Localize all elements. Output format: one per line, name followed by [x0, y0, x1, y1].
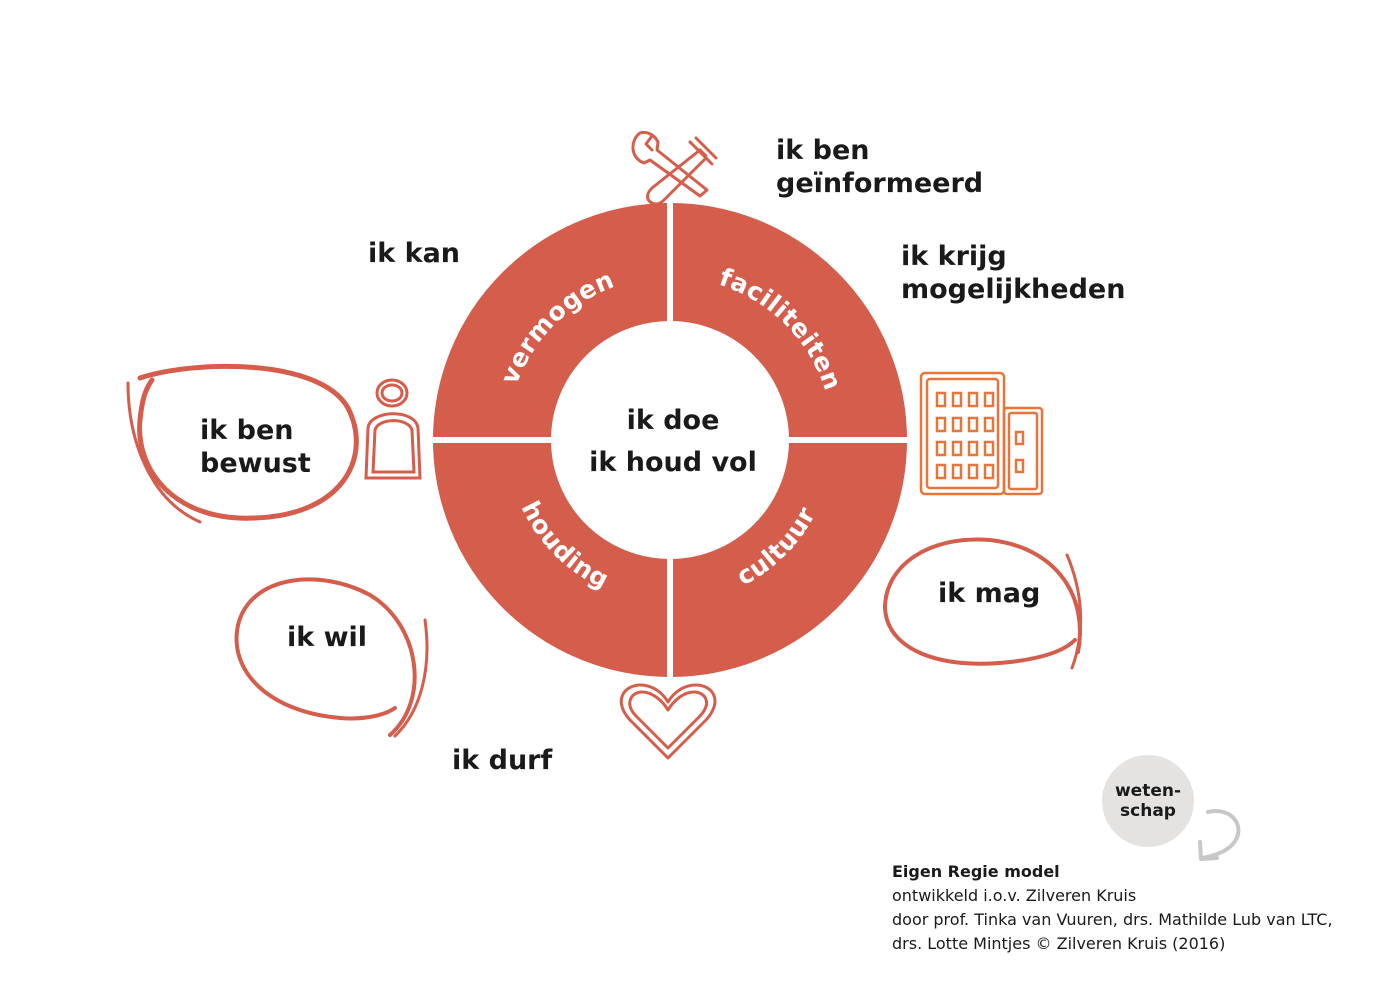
center-label: ik doe ik houd vol	[589, 405, 757, 478]
loop-ik-mag	[882, 537, 1082, 666]
label-loops	[126, 363, 1083, 738]
curved-arrow-icon	[1198, 809, 1241, 861]
credits-line: door prof. Tinka van Vuuren, drs. Mathil…	[892, 910, 1333, 929]
credits-line: ontwikkeld i.o.v. Zilveren Kruis	[892, 886, 1137, 905]
label-ik-ben-geinformeerd: ik ben geïnformeerd	[776, 135, 984, 199]
tools-icon	[631, 130, 718, 206]
heart-icon	[619, 683, 717, 760]
credits: Eigen Regie model ontwikkeld i.o.v. Zilv…	[892, 860, 1333, 956]
label-ik-durf: ik durf	[452, 745, 553, 776]
label-ik-ben-bewust: ik ben bewust	[200, 415, 311, 479]
label-ik-mag: ik mag	[938, 578, 1041, 609]
label-ik-krijg-mogelijkheden: ik krijg mogelijkheden	[901, 241, 1126, 305]
ring	[430, 200, 910, 680]
credits-line: drs. Lotte Mintjes © Zilveren Kruis (201…	[892, 934, 1226, 953]
label-ik-wil: ik wil	[287, 622, 368, 653]
label-ik-kan: ik kan	[368, 238, 461, 269]
person-icon	[364, 378, 422, 480]
building-windows	[935, 391, 1025, 480]
loop-ik-ben-bewust	[137, 363, 359, 521]
building-icon	[919, 371, 1044, 496]
credits-title: Eigen Regie model	[892, 862, 1060, 881]
wetenschap-bubble: weten- schap	[1102, 755, 1194, 847]
wetenschap-label: weten- schap	[1114, 781, 1182, 821]
loop-ik-wil	[234, 577, 417, 737]
